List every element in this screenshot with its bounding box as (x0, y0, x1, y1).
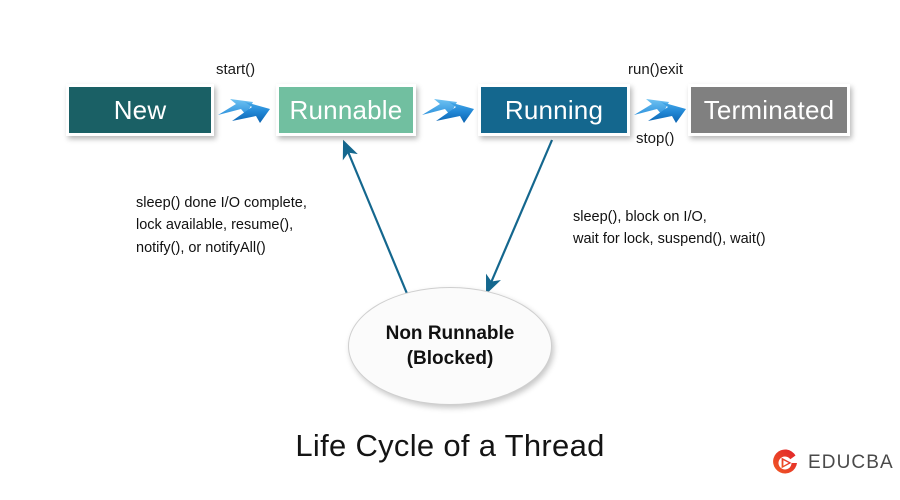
state-box-terminated[interactable]: Terminated (688, 84, 850, 136)
note-block-conditions: sleep(), block on I/O, wait for lock, su… (573, 209, 766, 248)
state-ellipse-non-runnable[interactable]: Non Runnable (Blocked) (348, 287, 552, 405)
state-box-new[interactable]: New (66, 84, 214, 136)
arrow-running-to-terminated-icon (634, 99, 686, 123)
state-label-new: New (113, 95, 167, 125)
educba-play-circle-icon (773, 449, 797, 474)
ellipse-label-line2: (Blocked) (406, 348, 494, 369)
diagram-title: Life Cycle of a Thread (295, 428, 605, 463)
state-box-running[interactable]: Running (478, 84, 630, 136)
transition-label-run-exit: run()exit (628, 61, 684, 78)
transition-label-start: start() (216, 61, 256, 78)
state-label-runnable: Runnable (289, 95, 403, 125)
ellipse-label-line1: Non Runnable (385, 322, 515, 344)
arrow-runnable-to-running-icon (422, 99, 474, 123)
arrow-new-to-runnable-icon (218, 99, 270, 123)
transition-label-stop: stop() (636, 130, 675, 147)
state-label-running: Running (504, 95, 604, 125)
state-label-terminated: Terminated (703, 95, 835, 125)
brand-name: EDUCBA (808, 452, 894, 473)
brand-logo: EDUCBA (769, 447, 894, 479)
note-resume-conditions: sleep() done I/O complete, lock availabl… (136, 195, 307, 256)
state-box-runnable[interactable]: Runnable (276, 84, 416, 136)
